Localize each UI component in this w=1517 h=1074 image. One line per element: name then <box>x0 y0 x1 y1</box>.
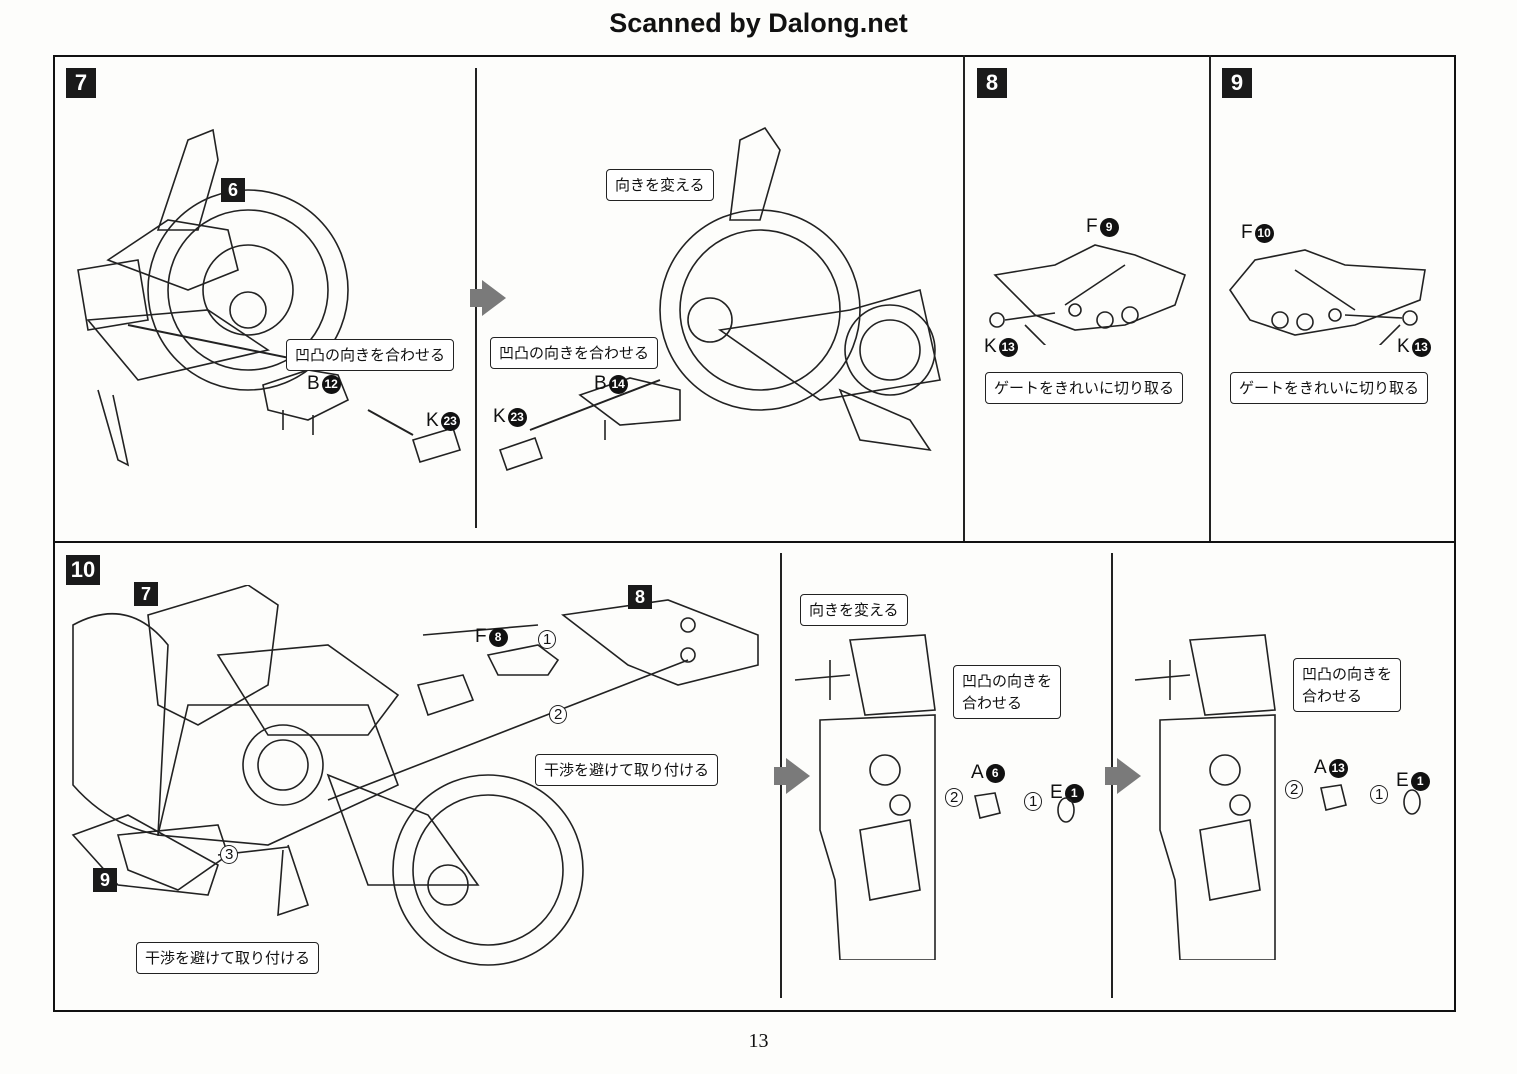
step-7-number: 7 <box>66 68 96 98</box>
step-10-number: 10 <box>66 555 100 585</box>
step9-divider <box>1209 55 1211 543</box>
step7-left-motorcycle-rear-illustration <box>77 128 462 467</box>
step7-left-align-note: 凹凸の向きを合わせる <box>286 339 455 371</box>
step10-right-order-1: 1 <box>1370 785 1389 804</box>
step7-right-motorcycle-rear-illustration <box>498 126 941 472</box>
step10-motorcycle-main-illustration <box>71 585 759 966</box>
step10-next-arrow-1 <box>774 758 810 794</box>
step10-right-parts-a-e <box>1320 784 1421 815</box>
step10-middle-turn-note: 向きを変える <box>800 594 908 626</box>
step10-ref-8: 8 <box>628 585 652 609</box>
step10-middle-parts-a-e <box>974 792 1075 823</box>
step8-part-illustration <box>989 244 1186 345</box>
step10-avoid-interference-top: 干渉を避けて取り付ける <box>535 754 719 786</box>
step10-right-align-note: 凹凸の向きを合わせる <box>1293 658 1401 712</box>
step8-divider <box>963 55 965 543</box>
step10-order-1: 1 <box>538 630 557 649</box>
bottom-panel-frame <box>53 541 1456 1012</box>
step10-ref-7: 7 <box>134 582 158 606</box>
step10-middle-order-1: 1 <box>1024 792 1043 811</box>
step10-middle-order-2: 2 <box>945 788 964 807</box>
page-header: Scanned by Dalong.net <box>609 8 908 38</box>
step10-middle-align-note: 凹凸の向きを合わせる <box>953 665 1061 719</box>
step10-right-order-2: 2 <box>1285 780 1304 799</box>
step7-ref-part-6: 6 <box>221 178 245 202</box>
step9-gate-note: ゲートをきれいに切り取る <box>1230 372 1429 404</box>
step10-next-arrow-2 <box>1105 758 1141 794</box>
step10-order-3: 3 <box>220 845 239 864</box>
step10-avoid-interference-bottom: 干渉を避けて取り付ける <box>136 942 320 974</box>
step8-gate-note: ゲートをきれいに切り取る <box>985 372 1184 404</box>
page-number: 13 <box>748 1030 769 1052</box>
step10-right-detail-illustration <box>1134 634 1276 960</box>
step10-middle-detail-illustration <box>794 634 936 960</box>
step7-next-arrow <box>470 280 506 316</box>
step-8-number: 8 <box>977 68 1007 98</box>
step-9-number: 9 <box>1222 68 1252 98</box>
step7-right-turn-note: 向きを変える <box>606 169 714 201</box>
step10-ref-9: 9 <box>93 868 117 892</box>
step9-part-illustration <box>1229 249 1426 345</box>
step10-order-2: 2 <box>549 705 568 724</box>
step7-right-align-note: 凹凸の向きを合わせる <box>490 337 659 369</box>
